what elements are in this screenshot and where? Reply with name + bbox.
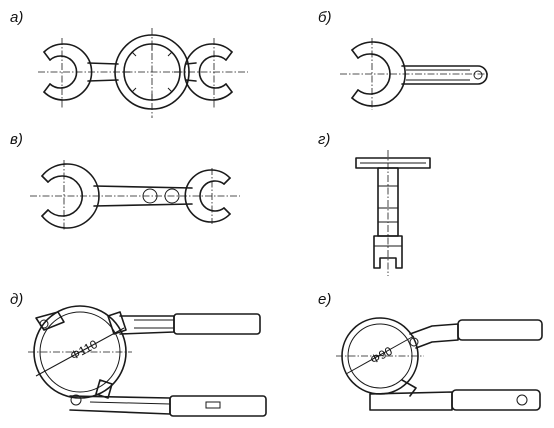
label-d: д)	[10, 291, 23, 308]
wrench-b	[340, 38, 490, 110]
label-v: в)	[10, 131, 23, 148]
dim-e90: Φ90	[368, 344, 395, 367]
label-e: е)	[318, 291, 331, 308]
label-b: б)	[318, 9, 331, 26]
wrench-d: Φ110	[28, 305, 267, 417]
wrench-v	[30, 160, 240, 230]
wrench-a	[38, 28, 248, 118]
wrench-g	[355, 150, 431, 276]
dim-d110: Φ110	[68, 337, 100, 363]
label-a: а)	[10, 9, 23, 26]
label-g: г)	[318, 131, 330, 148]
wrench-e: Φ90	[336, 317, 543, 411]
